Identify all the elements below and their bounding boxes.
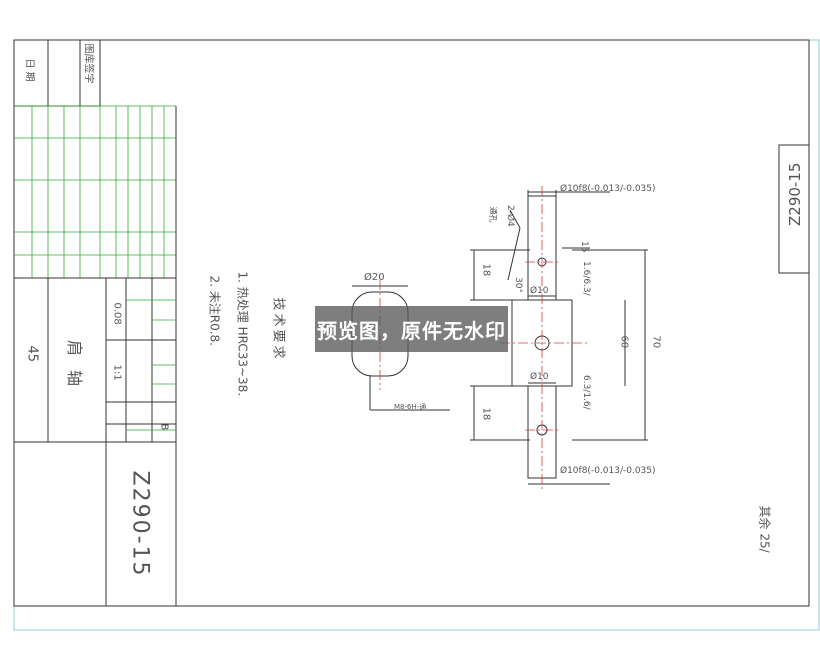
code-box [778, 144, 810, 274]
preview-watermark: 预览图，原件无水印 [315, 306, 508, 352]
part-name: 肩轴 [65, 340, 84, 401]
tech-req-item-2: 2. 未注R0.8. [207, 275, 222, 347]
remaining-roughness: 其余 25/ [757, 505, 772, 553]
dim-len-18-top: 18 [480, 263, 492, 277]
tech-req-heading: 技术要求 [270, 297, 286, 362]
dim-rough-bottom: 6.3/1.6/ [581, 375, 591, 410]
title-block [14, 106, 177, 606]
dim-len-18-bottom: 18 [480, 407, 492, 421]
dim-len-15: 15 [579, 241, 589, 253]
dim-d-left: Ø20 [364, 272, 385, 283]
dim-len-70: 70 [650, 335, 662, 349]
dim-len-60: 60 [618, 335, 630, 349]
dim-chamfer: 2-Ø4 [505, 205, 515, 227]
dim-chamfer-note: 通孔 [488, 206, 498, 223]
dim-d-inner-bottom: Ø10 [530, 372, 549, 382]
weight-value: 0.08 [111, 302, 123, 325]
dim-angle: 30° [513, 277, 523, 293]
dim-rough-top: 1.6/6.3/ [581, 261, 591, 296]
sheet-label: B [158, 423, 170, 431]
dim-bottom-diameter: Ø10f8(-0.013/-0.035) [560, 466, 656, 476]
tech-req-item-1: 1. 热处理 HRC33~38. [235, 271, 250, 397]
dim-thread: M8-6H-通 [394, 403, 427, 411]
dim-top-diameter: Ø10f8(-0.013/-0.035) [560, 184, 656, 194]
material-value: 45 [24, 345, 40, 363]
drawing-code: Z290-15 [127, 470, 153, 578]
dim-d-inner-top: Ø10 [530, 286, 549, 296]
date-label: 日 期 [23, 58, 35, 82]
archive-label: 图库签字 [82, 43, 94, 84]
code-box-text: Z290-15 [786, 162, 804, 226]
title-block-grid [14, 105, 177, 279]
inner-frame [13, 39, 810, 607]
scale-value: 1:1 [111, 364, 123, 381]
